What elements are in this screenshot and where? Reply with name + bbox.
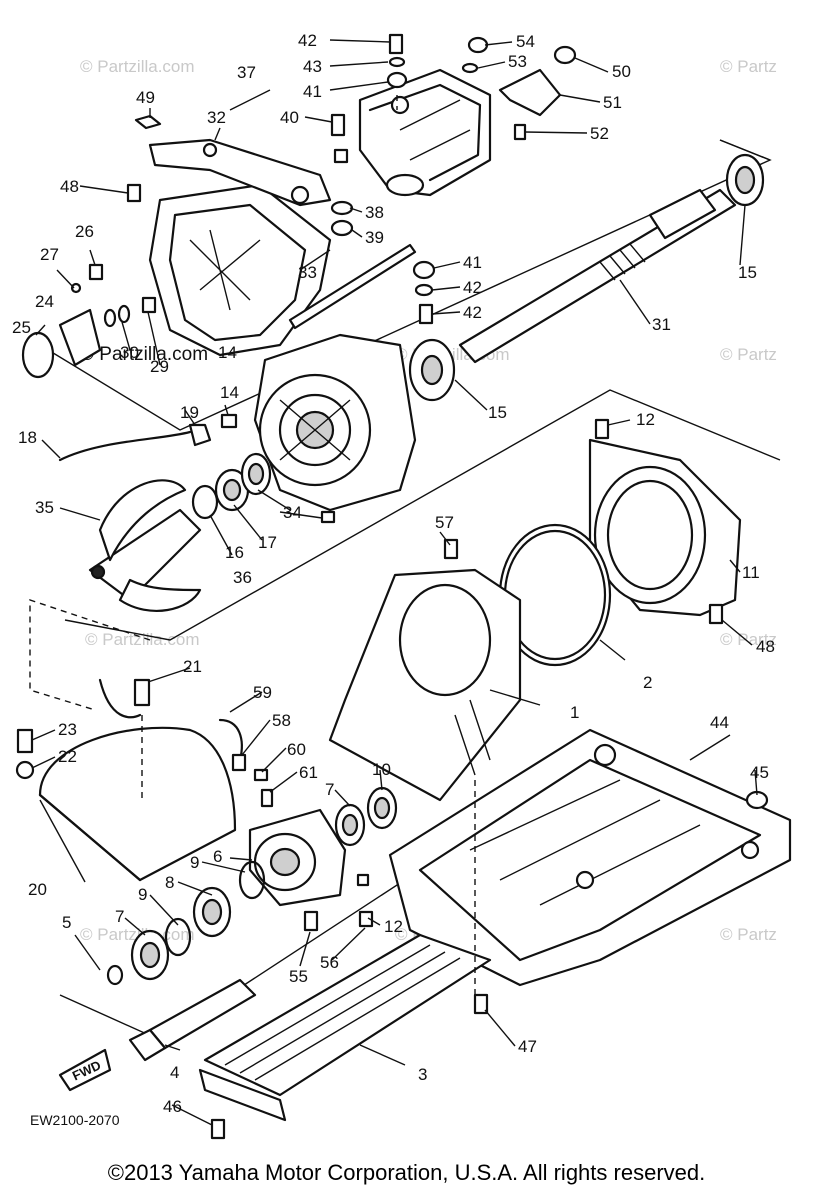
callout-label: 43	[303, 57, 322, 76]
callout-label: 34	[283, 503, 302, 522]
intake-grate	[198, 933, 492, 1122]
callout-label: 35	[35, 498, 54, 517]
callout-label: 18	[18, 428, 37, 447]
watermark: © Partz	[720, 630, 777, 649]
callout-label: 58	[272, 711, 291, 730]
callout-label: 3	[418, 1065, 427, 1084]
callout-label: 30	[120, 343, 139, 362]
callout-label: 10	[372, 760, 391, 779]
callout-label: 5	[62, 913, 71, 932]
callout-label: 45	[750, 763, 769, 782]
impeller	[88, 479, 202, 612]
callout-label: 4	[170, 1063, 179, 1082]
callout-label: 15	[488, 403, 507, 422]
callout-label: 54	[516, 32, 535, 51]
callout-label: 40	[280, 108, 299, 127]
callout-label: 7	[115, 907, 124, 926]
watermark: © Partzilla.com	[80, 57, 195, 76]
callout-label: 48	[756, 637, 775, 656]
callout-label: 41	[303, 82, 322, 101]
callout-label: 49	[136, 88, 155, 107]
callout-label: 19	[180, 403, 199, 422]
callout-label: 42	[463, 303, 482, 322]
callout-label: 17	[258, 533, 277, 552]
callout-label: 1	[570, 703, 579, 722]
callout-label: 44	[710, 713, 729, 732]
callout-label: 36	[233, 568, 252, 587]
drive-shaft	[458, 153, 765, 364]
intake-ring-11	[498, 438, 742, 667]
hoses-fittings	[15, 33, 724, 1140]
callout-label: 14	[218, 343, 237, 362]
callout-label: 51	[603, 93, 622, 112]
callout-label: 27	[40, 245, 59, 264]
callout-label: 23	[58, 720, 77, 739]
callout-label: 6	[213, 847, 222, 866]
callout-label: 12	[384, 917, 403, 936]
reverse-bucket	[358, 68, 492, 197]
watermark: © Partz	[720, 925, 777, 944]
callout-label: 7	[325, 780, 334, 799]
callout-label: 16	[225, 543, 244, 562]
callout-label: 9	[138, 885, 147, 904]
callout-label: 46	[163, 1097, 182, 1116]
callout-label: 42	[463, 278, 482, 297]
callout-label: 37	[237, 63, 256, 82]
callout-label: 48	[60, 177, 79, 196]
callout-label: 38	[365, 203, 384, 222]
callout-label: 29	[150, 357, 169, 376]
diagram-code: EW2100-2070	[30, 1112, 120, 1128]
callout-label: 60	[287, 740, 306, 759]
pump-housing	[253, 333, 456, 512]
shaft-housing-6	[248, 808, 347, 907]
nozzle-housing	[148, 138, 332, 357]
callout-label: 61	[299, 763, 318, 782]
callout-label: 55	[289, 967, 308, 986]
hose-18	[58, 430, 192, 462]
callout-label: 50	[612, 62, 631, 81]
lower-shaft-4	[128, 978, 257, 1062]
callout-label: 25	[12, 318, 31, 337]
callout-label: 21	[183, 657, 202, 676]
watermark-overlay: © Partzilla.com	[80, 344, 208, 365]
callout-label: 20	[28, 880, 47, 899]
intake-duct	[328, 568, 522, 802]
lower-cover-20	[38, 726, 237, 882]
callout-label: 59	[253, 683, 272, 702]
callout-label: 32	[207, 108, 226, 127]
leader-lines	[31, 39, 758, 1126]
callout-label: 42	[298, 31, 317, 50]
callout-label: 26	[75, 222, 94, 241]
steering-arm	[148, 138, 332, 207]
callout-label: 8	[165, 873, 174, 892]
callout-label: 31	[652, 315, 671, 334]
fwd-arrow: FWD	[58, 1048, 112, 1092]
callout-label: 15	[738, 263, 757, 282]
callout-label: 39	[365, 228, 384, 247]
callout-label: 41	[463, 253, 482, 272]
callout-label: 11	[742, 563, 760, 582]
watermark: © Partz	[720, 57, 777, 76]
callout-label: 12	[636, 410, 655, 429]
callout-label: 57	[435, 513, 454, 532]
callout-label: 22	[58, 747, 77, 766]
callout-label: 14	[220, 383, 239, 402]
seals-bearings-mid	[58, 413, 336, 524]
callout-label: 47	[518, 1037, 537, 1056]
watermark: © Partz	[720, 345, 777, 364]
callout-label: 24	[35, 292, 54, 311]
lower-seals	[106, 786, 398, 986]
callout-label: 52	[590, 124, 609, 143]
callout-label: 9	[190, 853, 199, 872]
callout-label: 2	[643, 673, 652, 692]
callouts: 1 2 3 4 5 6 7 7 8 9 9 10 11 12 12 14 14 …	[12, 31, 775, 1116]
watermark: © Partzilla.com	[85, 630, 200, 649]
copyright-notice: ©2013 Yamaha Motor Corporation, U.S.A. A…	[107, 1160, 706, 1185]
callout-label: 53	[508, 52, 527, 71]
